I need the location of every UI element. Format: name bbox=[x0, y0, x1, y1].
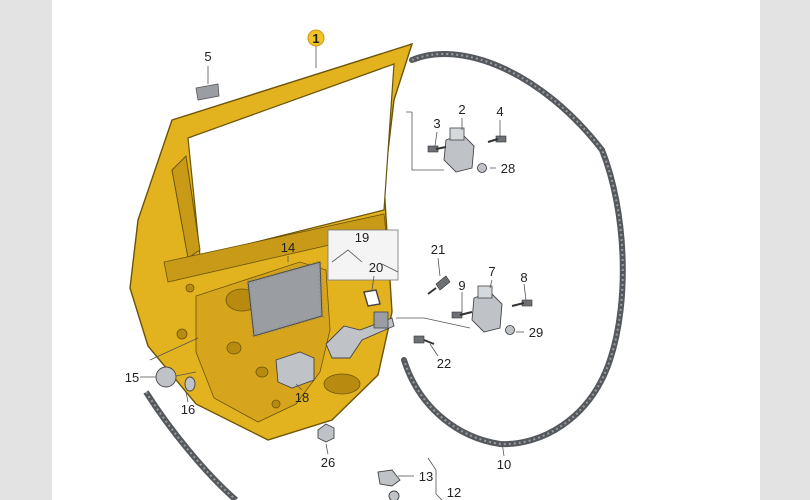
panel-hole bbox=[185, 283, 195, 293]
upper-hinge-bolt-3 bbox=[427, 145, 447, 153]
door-check-strap bbox=[325, 229, 399, 359]
lower-hinge-bolt-8 bbox=[511, 299, 533, 307]
panel-hole bbox=[255, 366, 269, 378]
callout-19: 19 bbox=[355, 230, 369, 245]
clip-26 bbox=[317, 423, 335, 443]
callout-13: 13 bbox=[419, 469, 433, 484]
screw-22 bbox=[413, 335, 435, 345]
callout-29: 29 bbox=[529, 325, 543, 340]
callout-22: 22 bbox=[437, 356, 451, 371]
callout-4: 4 bbox=[496, 104, 503, 119]
callout-18: 18 bbox=[295, 390, 309, 405]
callout-8: 8 bbox=[520, 270, 527, 285]
callout-20: 20 bbox=[369, 260, 383, 275]
lower-hinge-nut-29 bbox=[505, 325, 515, 335]
door-lock bbox=[275, 351, 315, 389]
window-opening bbox=[187, 63, 395, 257]
panel-hole bbox=[323, 373, 361, 395]
callout-14: 14 bbox=[281, 240, 295, 255]
callout-5: 5 bbox=[204, 49, 211, 64]
callout-3: 3 bbox=[433, 116, 440, 131]
callout-1-marker bbox=[307, 29, 325, 47]
label-plate bbox=[195, 83, 220, 101]
clip-12 bbox=[388, 490, 400, 500]
upper-hinge-nut-28 bbox=[477, 163, 487, 173]
callout-21: 21 bbox=[431, 242, 445, 257]
callout-2: 2 bbox=[458, 102, 465, 117]
upper-hinge-bolt-4 bbox=[487, 135, 507, 143]
lower-hinge-bolt-9 bbox=[451, 311, 473, 319]
callout-16: 16 bbox=[181, 402, 195, 417]
upper-hinge bbox=[443, 127, 475, 173]
panel-hole bbox=[271, 399, 281, 409]
callout-9: 9 bbox=[458, 278, 465, 293]
plug-15 bbox=[155, 366, 177, 388]
panel-hole bbox=[226, 341, 242, 355]
clip-13 bbox=[377, 469, 401, 487]
callout-15: 15 bbox=[125, 370, 139, 385]
callout-26: 26 bbox=[321, 455, 335, 470]
lower-hinge bbox=[471, 285, 503, 333]
callout-7: 7 bbox=[488, 264, 495, 279]
callout-28: 28 bbox=[501, 161, 515, 176]
plug-16 bbox=[184, 376, 196, 392]
callout-10: 10 bbox=[497, 457, 511, 472]
panel-hole bbox=[176, 328, 188, 340]
seal-ring-20 bbox=[363, 289, 381, 307]
callout-1: 1 bbox=[312, 31, 319, 46]
callout-12: 12 bbox=[447, 485, 461, 500]
screw-21 bbox=[427, 275, 451, 295]
